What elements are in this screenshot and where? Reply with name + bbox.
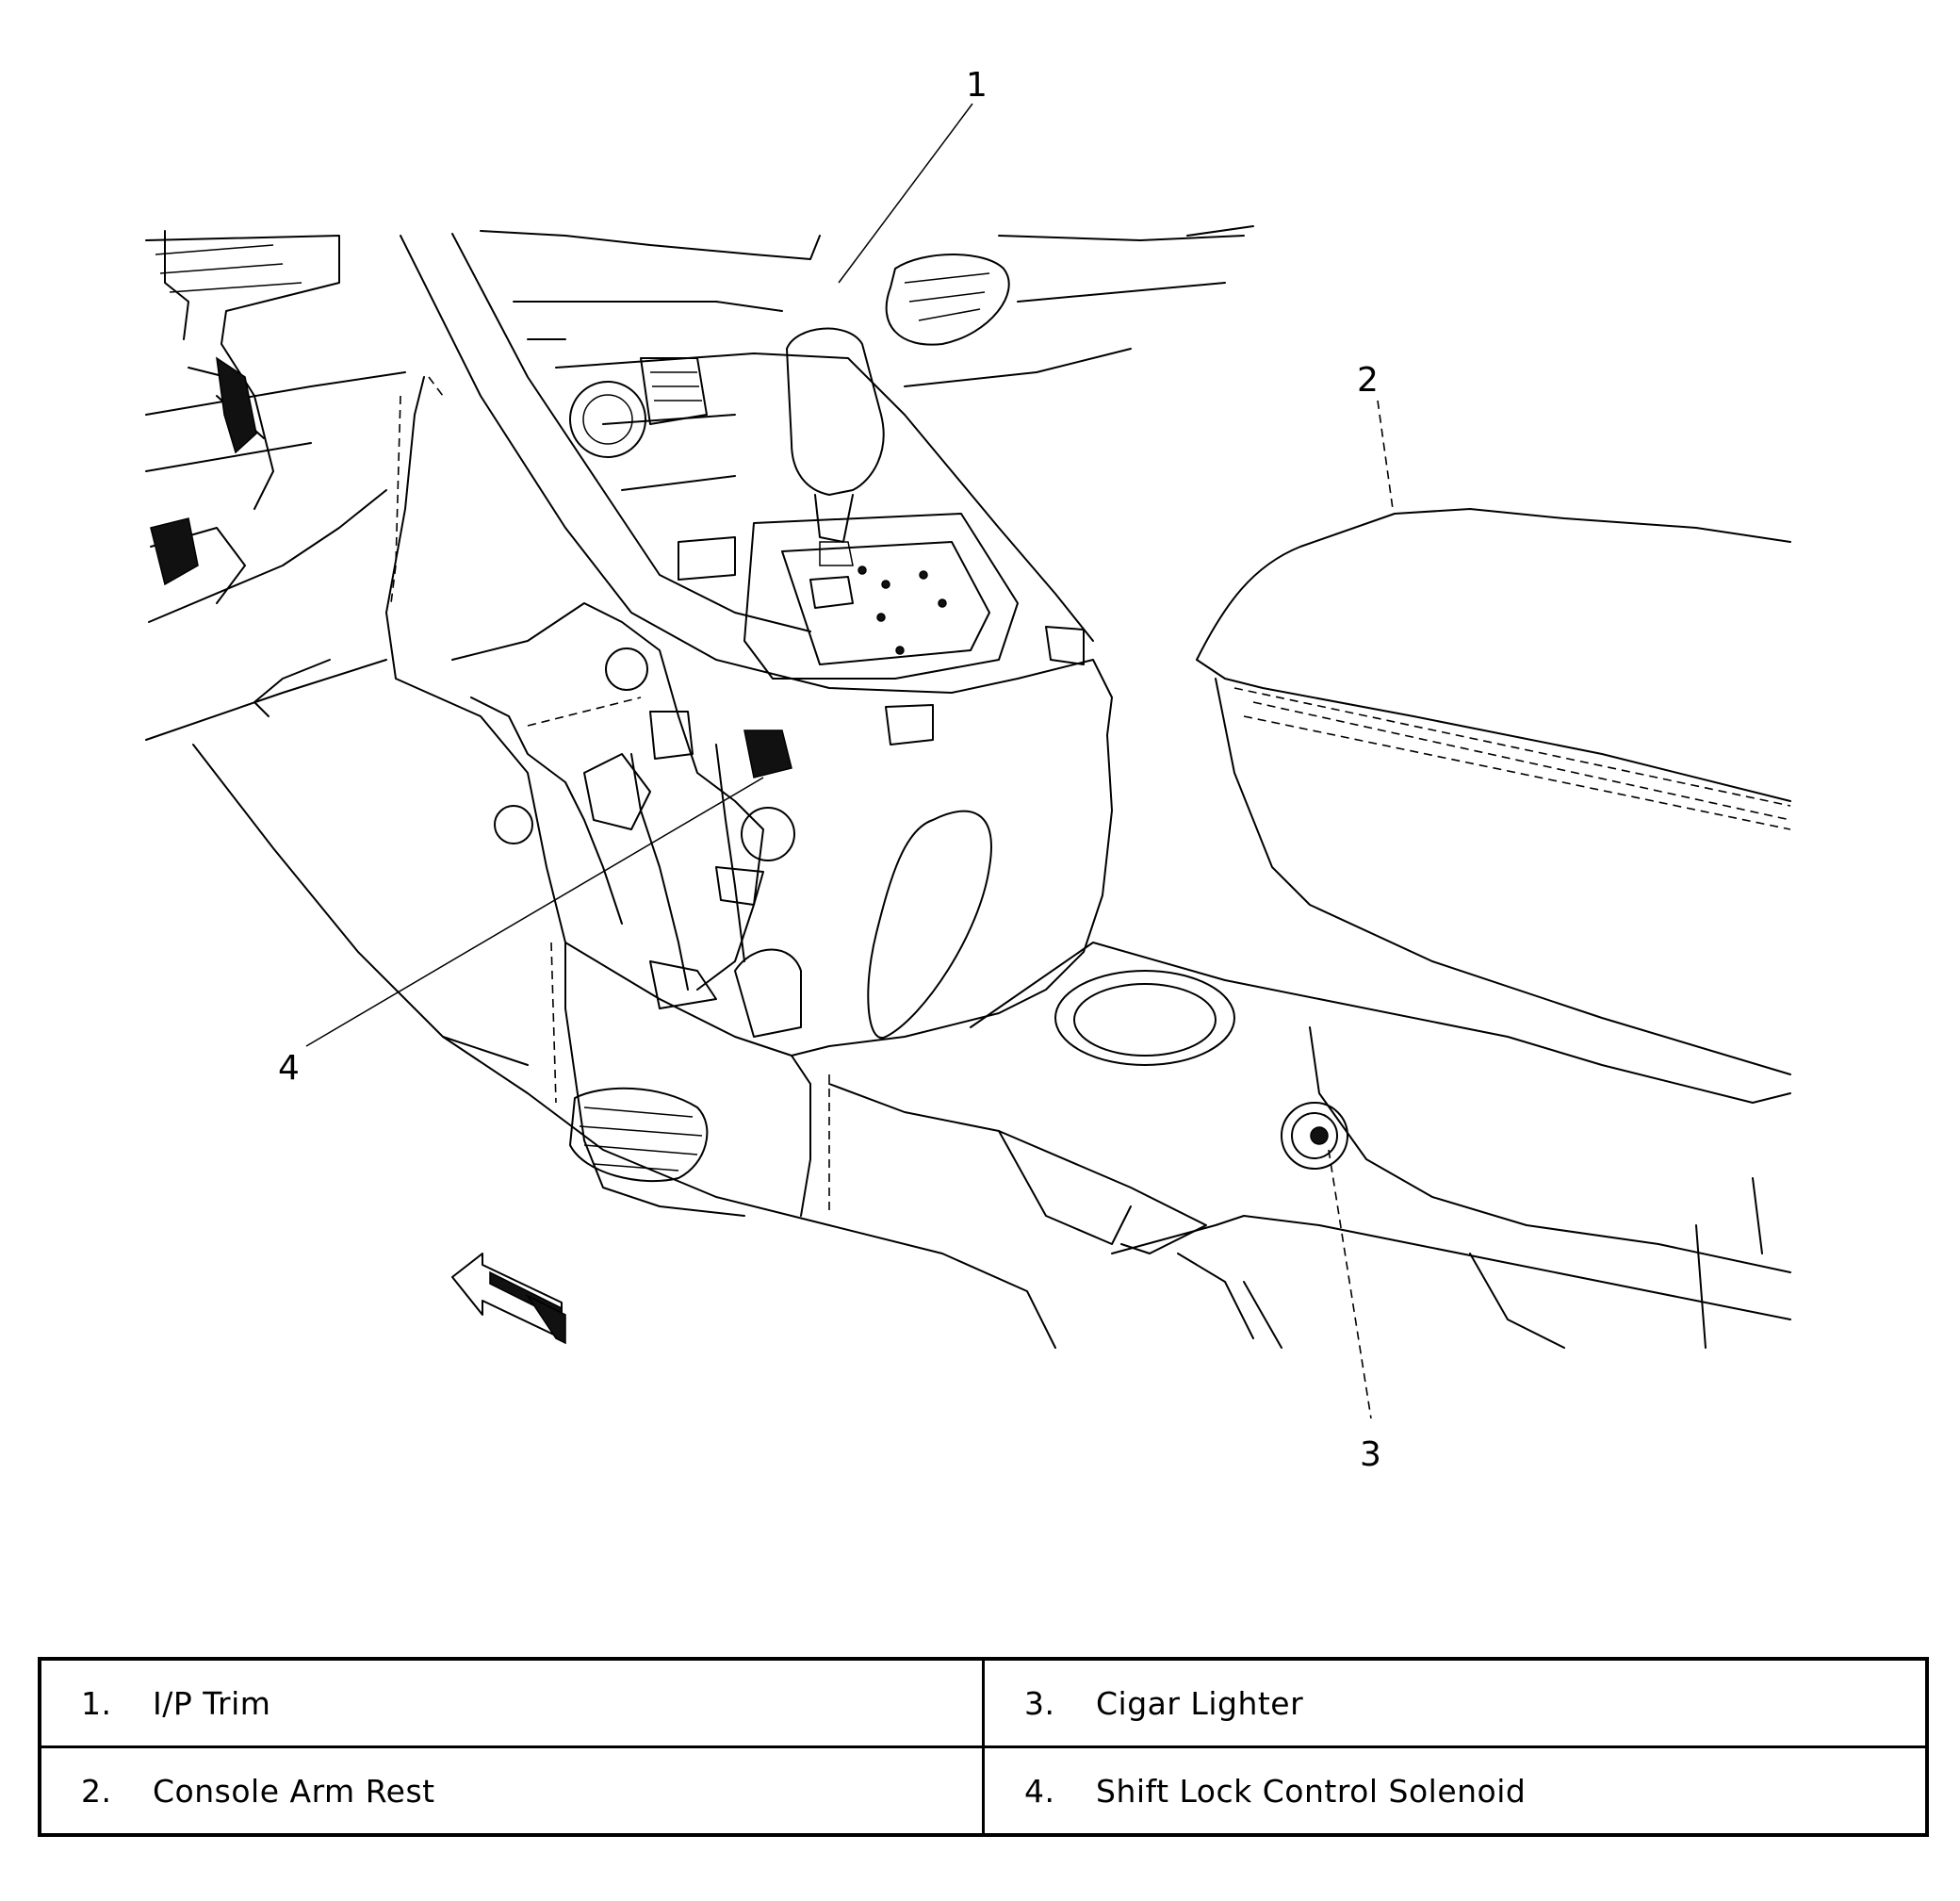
legend-label: Console Arm Rest [153,1772,435,1810]
callout-4: 4 [278,1049,300,1088]
legend-label: Cigar Lighter [1096,1684,1304,1722]
legend-cell: 4. Shift Lock Control Solenoid [982,1745,1929,1837]
ip-trim [145,230,406,717]
leader-lines [305,103,1394,1419]
legend-number: 1. [81,1684,112,1722]
rear-console [828,942,1791,1349]
callout-1: 1 [966,66,988,105]
center-stack [400,230,1113,746]
callout-2: 2 [1357,361,1379,400]
legend-row: 2. Console Arm Rest 4. Shift Lock Control … [38,1745,1929,1837]
legend-row: 1. I/P Trim 3. Cigar Lighter [38,1657,1929,1748]
shift-mechanism [451,602,802,1038]
legend-cell: 1. I/P Trim [38,1657,985,1748]
console-arm-rest [1196,508,1791,1075]
console-body [385,376,1113,1217]
legend-cell: 3. Cigar Lighter [982,1657,1929,1748]
legend-label: I/P Trim [153,1684,271,1722]
console-component-diagram: 1 2 3 4 [145,66,1791,1474]
legend-cell: 2. Console Arm Rest [38,1745,985,1837]
shift-lever [786,327,885,566]
floor-outline [145,659,1056,1349]
legend-number: 2. [81,1772,112,1810]
air-vent [885,225,1254,387]
callout-3: 3 [1360,1435,1381,1474]
legend-label: Shift Lock Control Solenoid [1096,1772,1527,1810]
legend-number: 4. [1024,1772,1055,1810]
direction-arrow-icon [451,1253,566,1345]
legend-table: 1. I/P Trim 3. Cigar Lighter 2. Console Arm… [38,1657,1929,1837]
legend-number: 3. [1024,1684,1055,1722]
